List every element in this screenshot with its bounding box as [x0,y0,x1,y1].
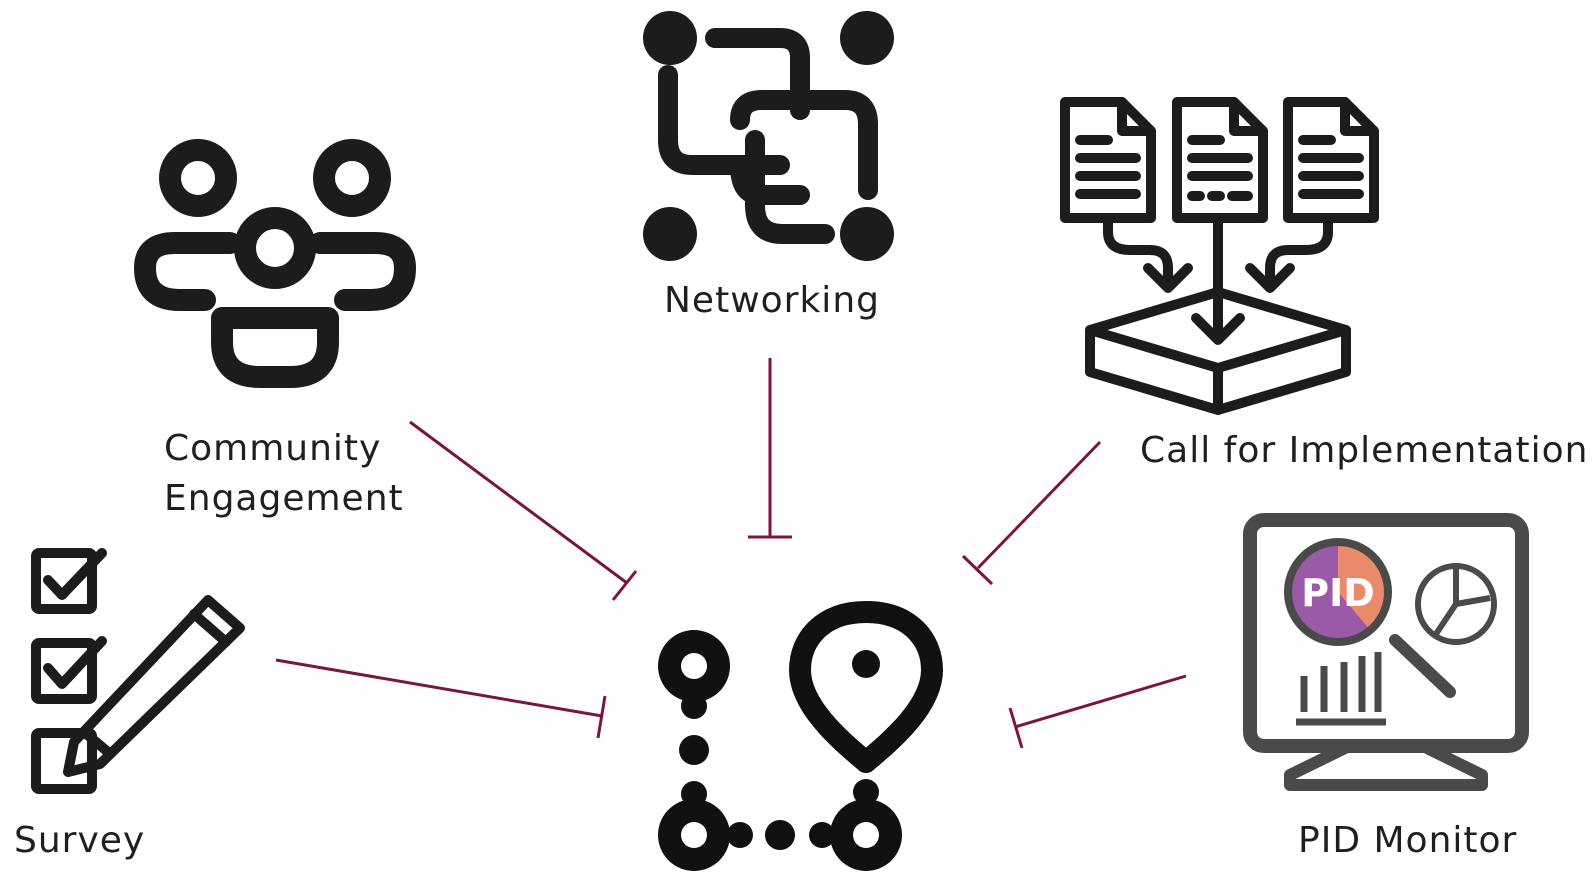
survey-label: Survey [14,820,145,861]
arrow-monitor-to-center [1008,674,1187,749]
checklist-pencil-icon [31,548,245,794]
arrow-survey-to-center [275,658,607,739]
call-label: Call for Implementation [1140,430,1588,471]
documents-into-tray-icon [1060,97,1379,415]
community-label-line1: Community [164,428,381,469]
pid-badge-text: PID [1301,571,1375,615]
arrow-call-to-center [961,440,1102,586]
arrow-community-to-center [409,420,638,601]
arrows [275,358,1187,749]
monitor-label: PID Monitor [1298,820,1517,861]
arrow-networking-to-center [748,358,792,539]
pid-graph-location-icon [658,601,943,871]
people-group-icon [134,139,416,388]
monitor-analytics-icon: PID [1243,513,1529,791]
community-label-line2: Engagement [164,478,404,519]
networking-label: Networking [664,280,880,321]
network-links-icon [643,11,894,261]
